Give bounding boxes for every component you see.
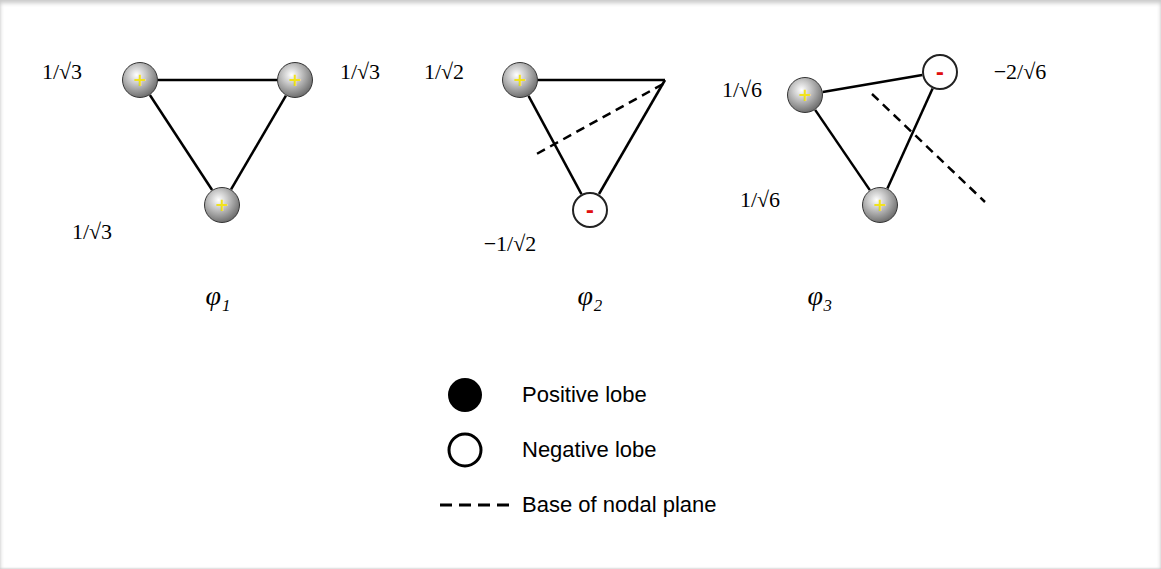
- triangle-side: [150, 95, 212, 190]
- orbital-name: φ₂: [577, 280, 602, 312]
- triangle-side: [538, 79, 665, 82]
- legend-text: Positive lobe: [522, 382, 647, 408]
- triangle-sides: [538, 80, 665, 194]
- coefficient-label: −2/√6: [994, 59, 1047, 85]
- lobe-sign: -: [936, 62, 944, 82]
- triangle-side: [815, 110, 870, 190]
- lobe-sign: -: [586, 200, 594, 220]
- coefficient-label: −1/√2: [484, 231, 537, 257]
- orbital-name: φ₁: [205, 280, 230, 312]
- orbital-name: φ₃: [807, 280, 832, 312]
- legend-positive-sample: [448, 378, 482, 412]
- lobe-sign: +: [288, 72, 302, 89]
- coefficient-label: 1/√3: [340, 59, 380, 85]
- triangle-side: [887, 88, 932, 188]
- triangle-side: [823, 75, 923, 92]
- triangle-side: [231, 96, 286, 190]
- triangle-side: [529, 96, 582, 194]
- positive-lobe: +: [787, 77, 823, 113]
- coefficient-label: 1/√6: [722, 77, 762, 103]
- positive-lobe: +: [862, 187, 898, 223]
- legend-nodal-sample: [440, 504, 510, 507]
- coefficient-label: 1/√3: [42, 59, 82, 85]
- legend-negative-sample: [449, 434, 481, 466]
- coefficient-label: 1/√6: [740, 187, 780, 213]
- positive-lobe: +: [277, 62, 313, 98]
- triangle-side: [158, 79, 277, 82]
- negative-lobe: -: [572, 192, 608, 228]
- legend-text: Base of nodal plane: [522, 492, 717, 518]
- nodal-plane: [533, 84, 663, 156]
- legend-text: Negative lobe: [522, 437, 657, 463]
- negative-lobe: -: [922, 54, 958, 90]
- positive-lobe: +: [122, 62, 158, 98]
- lobe-sign: +: [798, 87, 812, 104]
- positive-lobe: +: [204, 187, 240, 223]
- positive-lobe: +: [502, 62, 538, 98]
- triangle-side: [599, 80, 665, 194]
- coefficient-label: 1/√2: [424, 59, 464, 85]
- lobe-sign: +: [513, 72, 527, 89]
- lobe-sign: +: [133, 72, 147, 89]
- coefficient-label: 1/√3: [72, 219, 112, 245]
- lobe-sign: +: [215, 197, 229, 214]
- lobe-sign: +: [873, 197, 887, 214]
